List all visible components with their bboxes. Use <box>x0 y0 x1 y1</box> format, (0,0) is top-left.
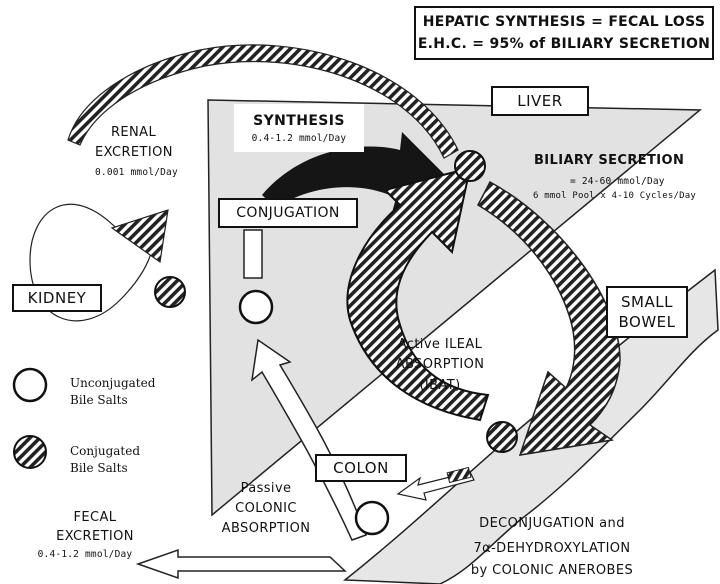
ileal-line-1: Active ILEAL <box>397 337 483 352</box>
small-bowel-label: SMALL BOWEL <box>606 286 688 338</box>
biliary-secretion-arrow <box>477 180 621 456</box>
legend-unconjugated-line-2: Bile Salts <box>70 393 128 407</box>
colon-unconjugated-dot <box>354 500 390 536</box>
ileal-absorption-arrow <box>346 166 490 422</box>
header-box: HEPATIC SYNTHESIS = FECAL LOSS E.H.C. = … <box>414 6 714 60</box>
bowel-conjugated-dot <box>486 421 518 453</box>
header-line-2: E.H.C. = 95% of BILIARY SECRETION <box>417 36 711 52</box>
liver-label: LIVER <box>491 86 589 116</box>
colon-label: COLON <box>315 454 407 482</box>
biliary-rate-1: = 24-60 mmol/Day <box>570 176 665 187</box>
fecal-title-1: FECAL <box>73 510 117 525</box>
legend-conjugated-line-1: Conjugated <box>70 444 141 458</box>
legend-unconjugated-line-1: Unconjugated <box>70 376 156 390</box>
legend-conjugated-line-2: Bile Salts <box>70 461 128 475</box>
renal-rate: 0.001 mmol/Day <box>95 167 178 178</box>
renal-arrowhead <box>110 209 169 264</box>
liver-conjugated-dot <box>454 150 486 182</box>
passive-line-3: ABSORPTION <box>221 521 311 536</box>
synthesis-rate: 0.4-1.2 mmol/Day <box>251 132 347 144</box>
renal-excretion-arrow <box>67 44 459 159</box>
passive-line-2: COLONIC <box>235 501 297 516</box>
ileal-line-3: (IBAT) <box>419 378 461 393</box>
deconj-line-3: by COLONIC ANEROBES <box>470 563 634 578</box>
fecal-excretion-arrow <box>135 548 347 580</box>
small-bowel-line-1: SMALL <box>621 293 673 311</box>
conjugation-unconjugated-dot <box>238 289 274 325</box>
small-bowel-line-2: BOWEL <box>618 313 676 331</box>
fecal-title-2: EXCRETION <box>56 529 134 544</box>
legend-conjugated-symbol <box>13 435 47 469</box>
deconj-line-2: 7α-DEHYDROXYLATION <box>473 541 631 556</box>
renal-title-2: EXCRETION <box>95 145 173 160</box>
conjugation-label: CONJUGATION <box>218 198 358 228</box>
fecal-rate: 0.4-1.2 mmol/Day <box>37 549 133 560</box>
biliary-title: BILIARY SECRETION <box>534 153 685 168</box>
passive-line-1: Passive <box>240 481 292 496</box>
synthesis-label-box: SYNTHESIS 0.4-1.2 mmol/Day <box>234 104 364 152</box>
deconj-line-1: DECONJUGATION and <box>479 516 625 531</box>
header-line-1: HEPATIC SYNTHESIS = FECAL LOSS <box>422 14 706 30</box>
ileal-line-2: ABSORPTION <box>395 357 485 372</box>
synthesis-title: SYNTHESIS <box>253 112 345 129</box>
renal-title-1: RENAL <box>111 125 157 140</box>
legend-unconjugated-symbol <box>12 367 48 403</box>
kidney-label: KIDNEY <box>12 284 102 312</box>
biliary-rate-2: 6 mmol Pool x 4-10 Cycles/Day <box>533 191 696 201</box>
kidney-conjugated-dot <box>154 276 186 308</box>
conjugation-bar <box>243 229 263 279</box>
